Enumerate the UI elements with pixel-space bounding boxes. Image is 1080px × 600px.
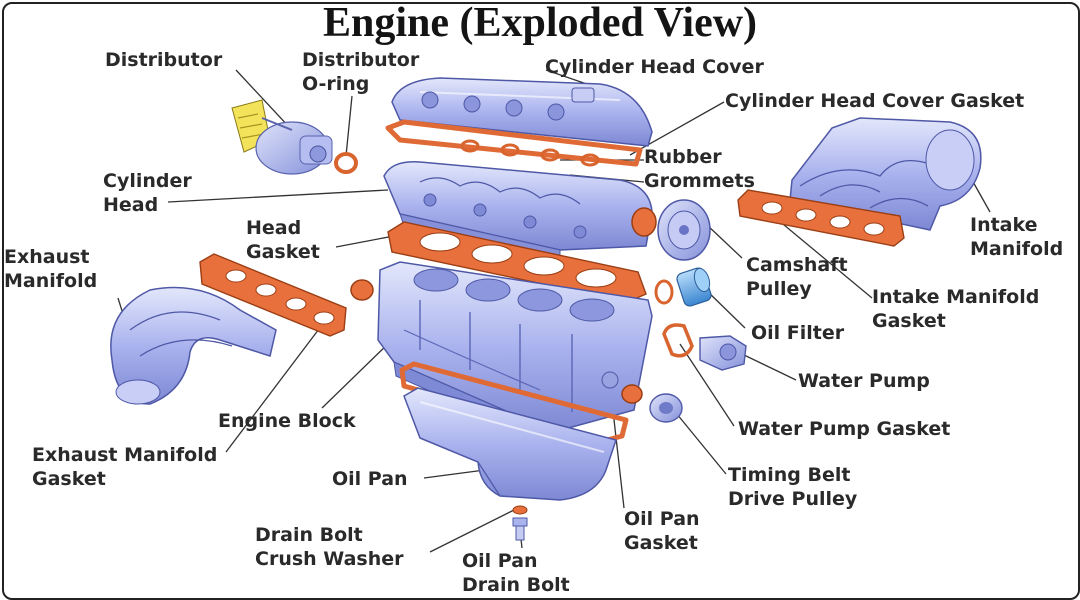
oil-pan-part <box>403 387 617 501</box>
timing-belt-drive-pulley-part <box>649 393 683 423</box>
head-gasket-part <box>387 221 647 303</box>
camshaft-pulley-part <box>657 199 711 261</box>
water-pump-part <box>699 335 747 371</box>
label-distributor: Distributor <box>105 49 223 71</box>
water-pump-gasket-part <box>662 323 694 358</box>
drain-bolt-part <box>512 505 528 541</box>
label-oil-filter: Oil Filter <box>751 322 845 344</box>
oil-pan-gasket-part <box>399 361 629 445</box>
diagram-title: Engine (Exploded View) <box>322 0 758 46</box>
intake-manifold-gasket-part <box>737 189 905 247</box>
label-water-pump-gasket: Water Pump Gasket <box>738 418 951 440</box>
label-cylinder-head-cover-gasket: Cylinder Head Cover Gasket <box>725 90 1025 112</box>
label-engine-block: Engine Block <box>218 410 356 432</box>
exhaust-manifold-part <box>110 286 277 405</box>
exhaust-manifold-gasket-part <box>199 253 347 337</box>
intake-manifold-part <box>789 117 982 231</box>
rubber-grommets-part <box>460 139 600 167</box>
front-seal-part <box>621 384 643 404</box>
distributor-part <box>231 99 333 175</box>
crank-seal-part <box>350 279 374 301</box>
cylinder-head-cover-part <box>391 77 653 147</box>
label-water-pump: Water Pump <box>798 370 930 392</box>
label-oil-pan: Oil Pan <box>332 468 408 490</box>
label-cylinder-head-cover: Cylinder Head Cover <box>545 56 764 78</box>
oil-filter-part <box>654 267 712 307</box>
cylinder-head-cover-gasket-part <box>385 119 643 167</box>
distributor-oring-part <box>334 152 358 174</box>
camshaft-seal-part <box>631 207 657 237</box>
